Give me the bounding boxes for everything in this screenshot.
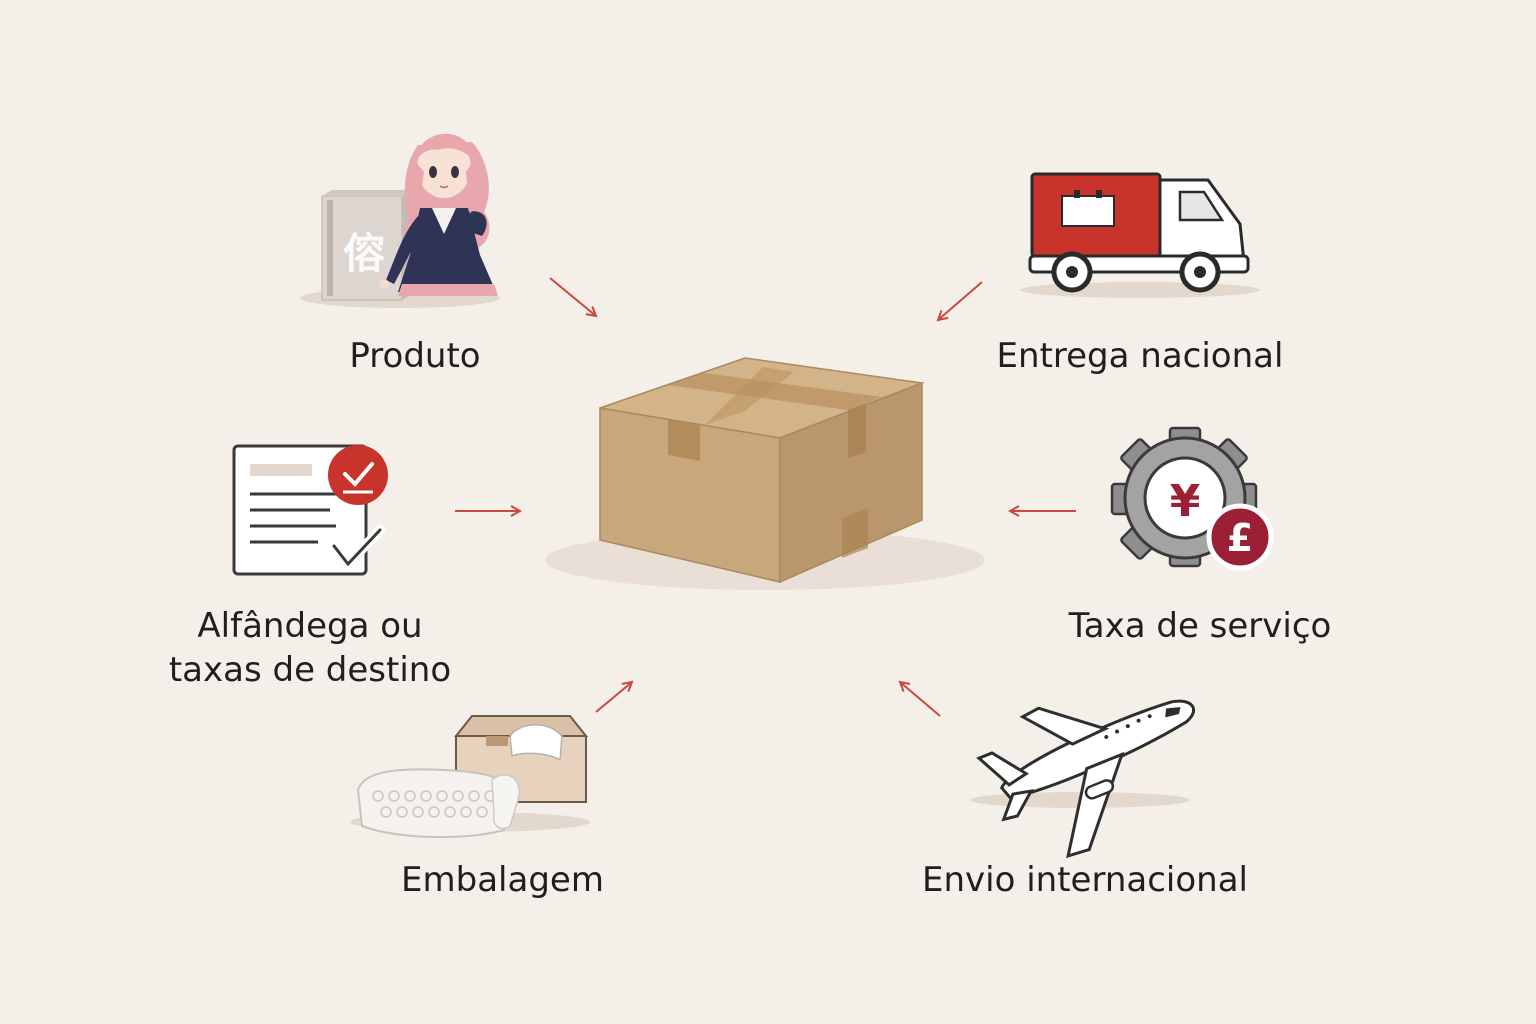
yen-symbol: ¥	[1170, 476, 1201, 527]
label-entrega-nacional: Entrega nacional	[996, 336, 1284, 376]
anime-figure-product-icon: 傛	[300, 133, 500, 308]
airplane-icon	[970, 699, 1195, 859]
pound-symbol: £	[1227, 516, 1253, 560]
service-fee-gear-icon: ¥ £	[1110, 426, 1274, 571]
svg-text:傛: 傛	[343, 229, 385, 278]
arrow-embalagem	[595, 682, 632, 713]
arrow-produto	[549, 277, 596, 316]
label-envio-internacional: Envio internacional	[922, 860, 1248, 900]
packaging-box-icon	[350, 715, 590, 839]
label-embalagem: Embalagem	[401, 860, 604, 900]
delivery-truck-icon	[1020, 172, 1260, 298]
label-taxa-de-servico: Taxa de serviço	[1068, 606, 1332, 646]
label-produto: Produto	[349, 336, 481, 376]
arrows	[455, 277, 1076, 717]
customs-document-icon	[232, 444, 388, 576]
label-alfandega: Alfândega ou taxas de destino	[150, 604, 470, 692]
arrow-entrega	[938, 281, 983, 320]
label-alfandega-line-2: taxas de destino	[168, 650, 452, 690]
label-alfandega-line-1: Alfândega ou	[197, 606, 423, 646]
cardboard-box-icon	[545, 357, 985, 590]
arrow-envio	[900, 682, 941, 717]
